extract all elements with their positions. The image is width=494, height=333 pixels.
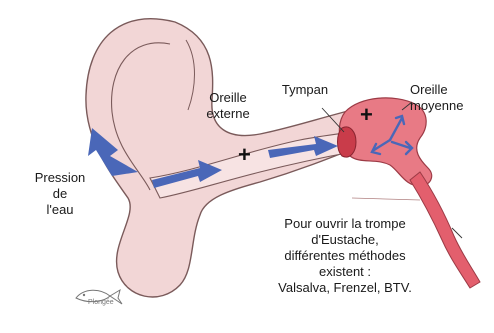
canal-divider — [352, 198, 420, 200]
logo: Plongée — [70, 282, 130, 310]
outer-plus-sign: + — [238, 144, 251, 166]
outer-ear-label: Oreille externe — [188, 90, 268, 122]
tympan-label: Tympan — [272, 82, 338, 98]
logo-text: Plongée — [88, 299, 114, 306]
middle-plus-sign: + — [360, 104, 373, 126]
middle-ear-label: Oreille moyenne — [410, 82, 494, 114]
tympan-membrane — [338, 127, 357, 157]
instructions-text: Pour ouvrir la trompe d'Eustache, différ… — [240, 216, 450, 296]
pressure-label: Pression de l'eau — [22, 170, 98, 218]
